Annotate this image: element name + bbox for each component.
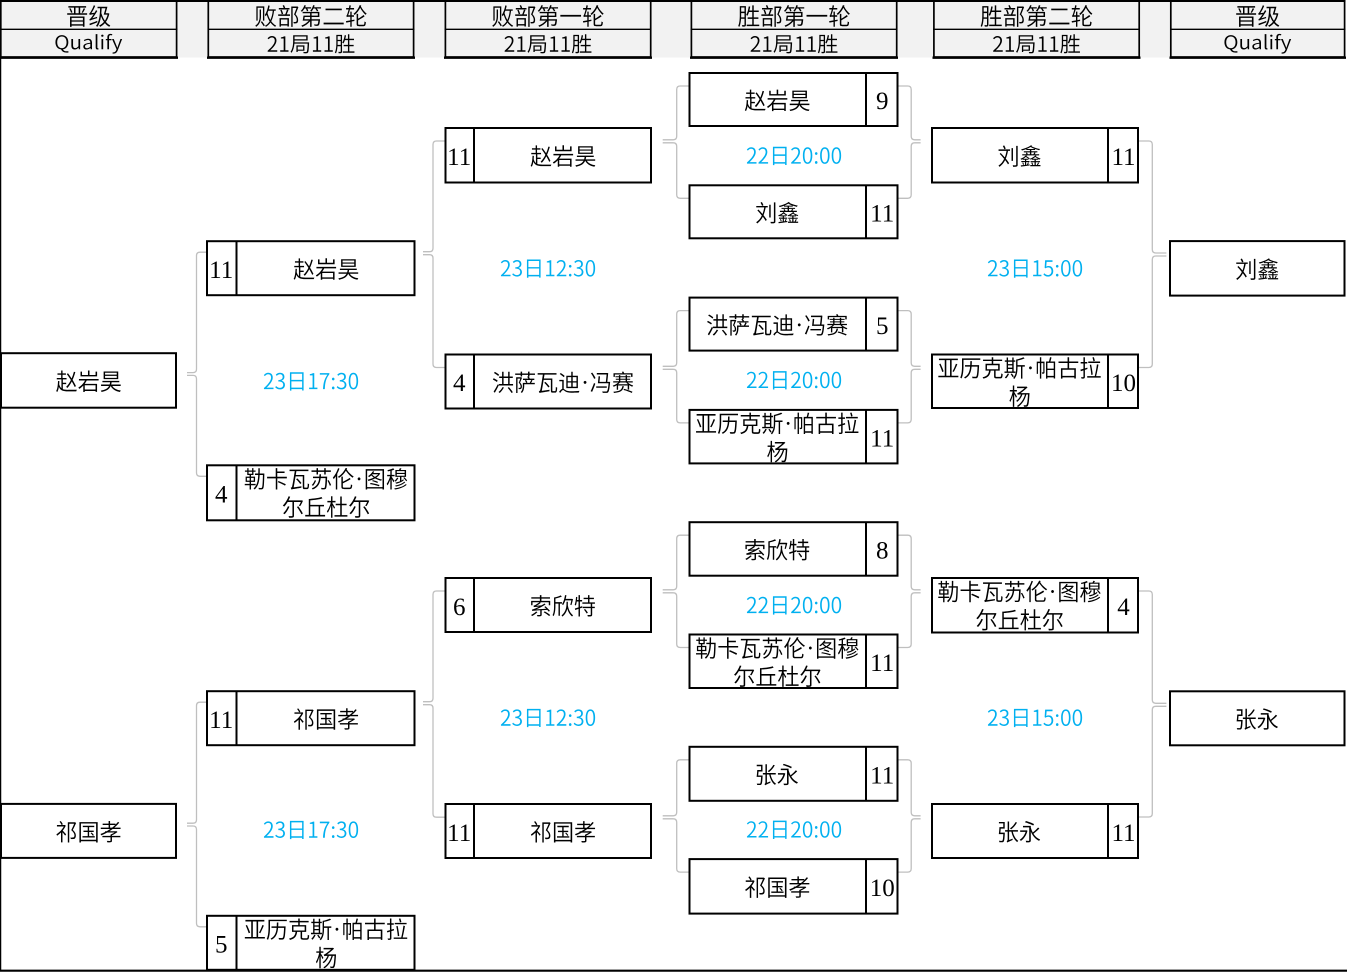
svg-text:11: 11 <box>209 707 233 734</box>
svg-text:11: 11 <box>870 425 894 452</box>
svg-text:11: 11 <box>870 650 894 677</box>
svg-text:4: 4 <box>453 370 466 397</box>
svg-text:6: 6 <box>453 594 466 621</box>
svg-text:4: 4 <box>1117 594 1130 621</box>
svg-text:11: 11 <box>209 257 233 284</box>
svg-text:8: 8 <box>876 538 889 565</box>
svg-text:10: 10 <box>1111 370 1136 397</box>
svg-text:5: 5 <box>876 313 889 340</box>
svg-text:11: 11 <box>447 820 471 847</box>
svg-text:11: 11 <box>1111 820 1135 847</box>
svg-text:10: 10 <box>870 875 895 902</box>
svg-text:11: 11 <box>1111 144 1135 171</box>
svg-text:9: 9 <box>876 88 889 115</box>
svg-text:4: 4 <box>215 482 228 509</box>
svg-text:11: 11 <box>870 201 894 228</box>
svg-text:5: 5 <box>215 932 228 959</box>
svg-text:11: 11 <box>870 763 894 790</box>
svg-text:11: 11 <box>447 144 471 171</box>
